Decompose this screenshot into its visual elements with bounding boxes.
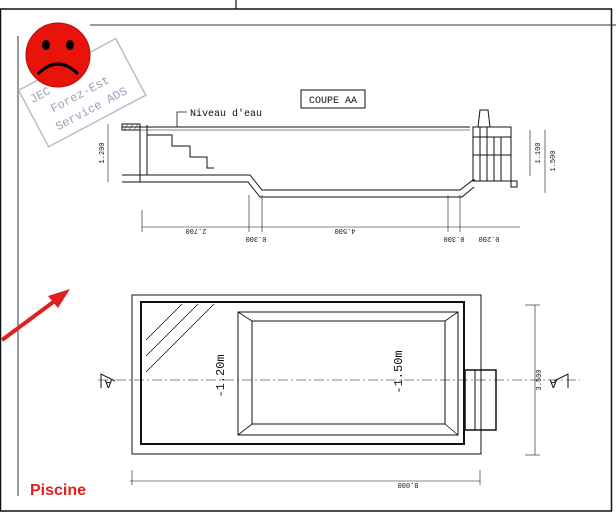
depth-deep-label: -1.50m xyxy=(392,350,406,393)
red-arrow-icon xyxy=(0,289,70,342)
dim-bottom-3: 4.500 xyxy=(334,226,355,234)
dim-plan-length: 8.000 xyxy=(397,480,418,488)
section-marker-left: A xyxy=(100,373,116,390)
coping-hatch xyxy=(123,123,139,131)
section-mark-left-label: A xyxy=(104,376,112,390)
dim-bottom-5: 0.200 xyxy=(478,234,499,242)
dim-bottom-2: 0.300 xyxy=(245,234,266,242)
sad-face-icon xyxy=(25,22,91,88)
dim-plan-width: 3.500 xyxy=(536,369,544,390)
section-mark-right-label: A xyxy=(549,376,557,390)
water-level-label: Niveau d'eau xyxy=(190,108,262,120)
dim-bottom-4: 0.300 xyxy=(443,234,464,242)
pool-plan xyxy=(98,294,580,485)
page-border xyxy=(0,8,613,512)
depth-shallow-label: -1.20m xyxy=(214,354,228,397)
dim-right-height-1: 1.100 xyxy=(535,142,543,163)
section-title-box xyxy=(300,89,366,109)
dim-bottom-1: 2.700 xyxy=(185,226,206,234)
dim-left-height: 1.200 xyxy=(99,142,107,163)
caption-label: Piscine xyxy=(30,482,86,499)
dim-right-height-2: 1.500 xyxy=(550,150,558,171)
section-marker-right: A xyxy=(549,373,569,390)
water-level-leader xyxy=(176,111,187,127)
pool-section xyxy=(107,109,546,232)
section-title: COUPE AA xyxy=(309,96,357,107)
